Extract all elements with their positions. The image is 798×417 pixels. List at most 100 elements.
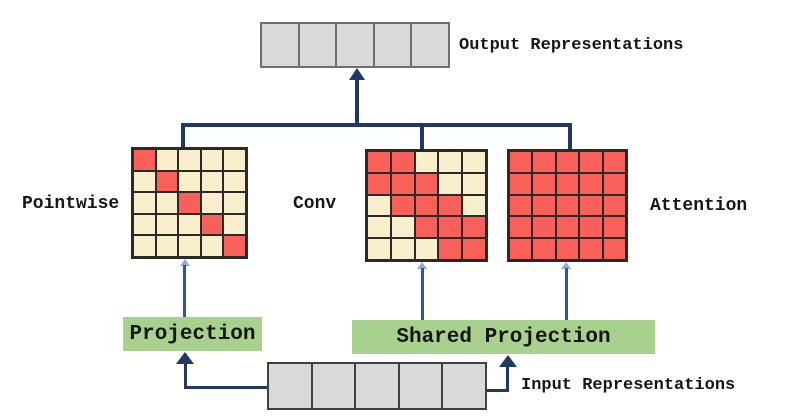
matrix-cell-inactive bbox=[367, 194, 391, 217]
shared-projection-label: Shared Projection bbox=[396, 325, 611, 349]
arrow-up-to-pointwise-icon bbox=[180, 259, 190, 266]
connector-merge-horizontal bbox=[181, 123, 572, 127]
matrix-cell-active bbox=[414, 216, 439, 239]
matrix-cell-inactive bbox=[178, 149, 201, 171]
matrix-cell-active bbox=[438, 238, 463, 260]
matrix-cell-active bbox=[509, 172, 533, 195]
connector-stub-pointwise bbox=[181, 123, 185, 149]
representation-cell bbox=[397, 364, 442, 408]
matrix-cell-inactive bbox=[223, 213, 246, 236]
matrix-cell-inactive bbox=[367, 216, 391, 239]
arrow-up-to-output-icon bbox=[349, 68, 365, 80]
matrix-cell-inactive bbox=[414, 151, 439, 173]
matrix-cell-active bbox=[532, 216, 556, 239]
matrix-cell-active bbox=[555, 194, 580, 217]
matrix-cell-inactive bbox=[223, 149, 246, 171]
conv-label: Conv bbox=[293, 194, 337, 214]
matrix-cell-active bbox=[223, 235, 246, 257]
matrix-cell-active bbox=[155, 170, 179, 193]
connector-stub-conv bbox=[420, 123, 424, 152]
arrow-up-to-conv-icon bbox=[417, 262, 427, 269]
matrix-cell-active bbox=[532, 151, 556, 173]
shared-projection-box: Shared Projection bbox=[352, 320, 655, 354]
matrix-cell-active bbox=[579, 151, 603, 173]
connector-input-right-vertical bbox=[506, 366, 509, 392]
attention-matrix bbox=[507, 149, 628, 262]
matrix-cell-active bbox=[367, 151, 391, 173]
matrix-cell-inactive bbox=[178, 213, 201, 236]
representation-cell bbox=[354, 364, 398, 408]
matrix-cell-active bbox=[602, 238, 626, 260]
input-representations-row bbox=[267, 362, 487, 410]
representation-cell bbox=[262, 24, 298, 66]
matrix-cell-inactive bbox=[133, 170, 156, 193]
matrix-cell-active bbox=[532, 238, 556, 260]
connector-input-left-vertical bbox=[184, 363, 187, 389]
output-representations-label: Output Representations bbox=[459, 36, 684, 55]
representation-cell bbox=[297, 24, 336, 66]
matrix-cell-inactive bbox=[133, 213, 156, 236]
matrix-cell-active bbox=[509, 194, 533, 217]
matrix-cell-active bbox=[532, 172, 556, 195]
matrix-cell-active bbox=[438, 216, 463, 239]
projection-label: Projection bbox=[129, 322, 256, 346]
matrix-cell-active bbox=[602, 216, 626, 239]
matrix-cell-inactive bbox=[438, 151, 463, 173]
matrix-cell-inactive bbox=[462, 194, 486, 217]
arrow-up-to-attention-icon bbox=[561, 262, 571, 269]
representation-cell bbox=[410, 24, 448, 66]
representation-cell bbox=[335, 24, 373, 66]
connector-input-left-horizontal bbox=[184, 386, 267, 389]
matrix-cell-active bbox=[579, 194, 603, 217]
matrix-cell-inactive bbox=[390, 216, 415, 239]
matrix-cell-inactive bbox=[367, 238, 391, 260]
matrix-cell-inactive bbox=[462, 172, 486, 195]
connector-stub-attention bbox=[568, 123, 572, 152]
connector-input-right-horizontal bbox=[487, 389, 509, 392]
matrix-cell-active bbox=[555, 216, 580, 239]
matrix-cell-active bbox=[555, 172, 580, 195]
matrix-cell-active bbox=[390, 172, 415, 195]
input-representations-label: Input Representations bbox=[521, 376, 736, 395]
matrix-cell-inactive bbox=[155, 192, 179, 214]
matrix-cell-inactive bbox=[390, 238, 415, 260]
matrix-cell-active bbox=[133, 149, 156, 171]
matrix-cell-inactive bbox=[223, 170, 246, 193]
matrix-cell-active bbox=[602, 172, 626, 195]
matrix-cell-active bbox=[438, 194, 463, 217]
matrix-cell-active bbox=[390, 151, 415, 173]
matrix-cell-inactive bbox=[155, 213, 179, 236]
arrow-up-to-shared-projection-icon bbox=[499, 355, 517, 367]
matrix-cell-inactive bbox=[200, 192, 224, 214]
matrix-cell-active bbox=[602, 151, 626, 173]
matrix-cell-active bbox=[555, 151, 580, 173]
matrix-cell-inactive bbox=[200, 235, 224, 257]
pointwise-matrix bbox=[131, 147, 248, 259]
output-representations-row bbox=[260, 22, 450, 68]
matrix-cell-inactive bbox=[155, 235, 179, 257]
matrix-cell-active bbox=[509, 151, 533, 173]
connector-output-vertical bbox=[355, 79, 359, 125]
matrix-cell-active bbox=[367, 172, 391, 195]
matrix-cell-inactive bbox=[223, 192, 246, 214]
matrix-cell-inactive bbox=[462, 151, 486, 173]
connector-projection-pointwise bbox=[183, 265, 186, 317]
matrix-cell-active bbox=[579, 216, 603, 239]
connector-shared-attention bbox=[565, 268, 568, 320]
attention-label: Attention bbox=[650, 196, 748, 216]
representation-cell bbox=[441, 364, 485, 408]
matrix-cell-active bbox=[509, 216, 533, 239]
matrix-cell-inactive bbox=[178, 170, 201, 193]
projection-box: Projection bbox=[123, 317, 262, 351]
matrix-cell-inactive bbox=[414, 238, 439, 260]
matrix-cell-active bbox=[200, 213, 224, 236]
representation-cell bbox=[310, 364, 355, 408]
pointwise-label: Pointwise bbox=[22, 194, 120, 214]
matrix-cell-inactive bbox=[200, 149, 224, 171]
arrow-up-to-projection-icon bbox=[176, 352, 194, 364]
representation-cell bbox=[269, 364, 311, 408]
matrix-cell-inactive bbox=[133, 235, 156, 257]
matrix-cell-active bbox=[414, 194, 439, 217]
matrix-cell-inactive bbox=[438, 172, 463, 195]
matrix-cell-active bbox=[178, 192, 201, 214]
